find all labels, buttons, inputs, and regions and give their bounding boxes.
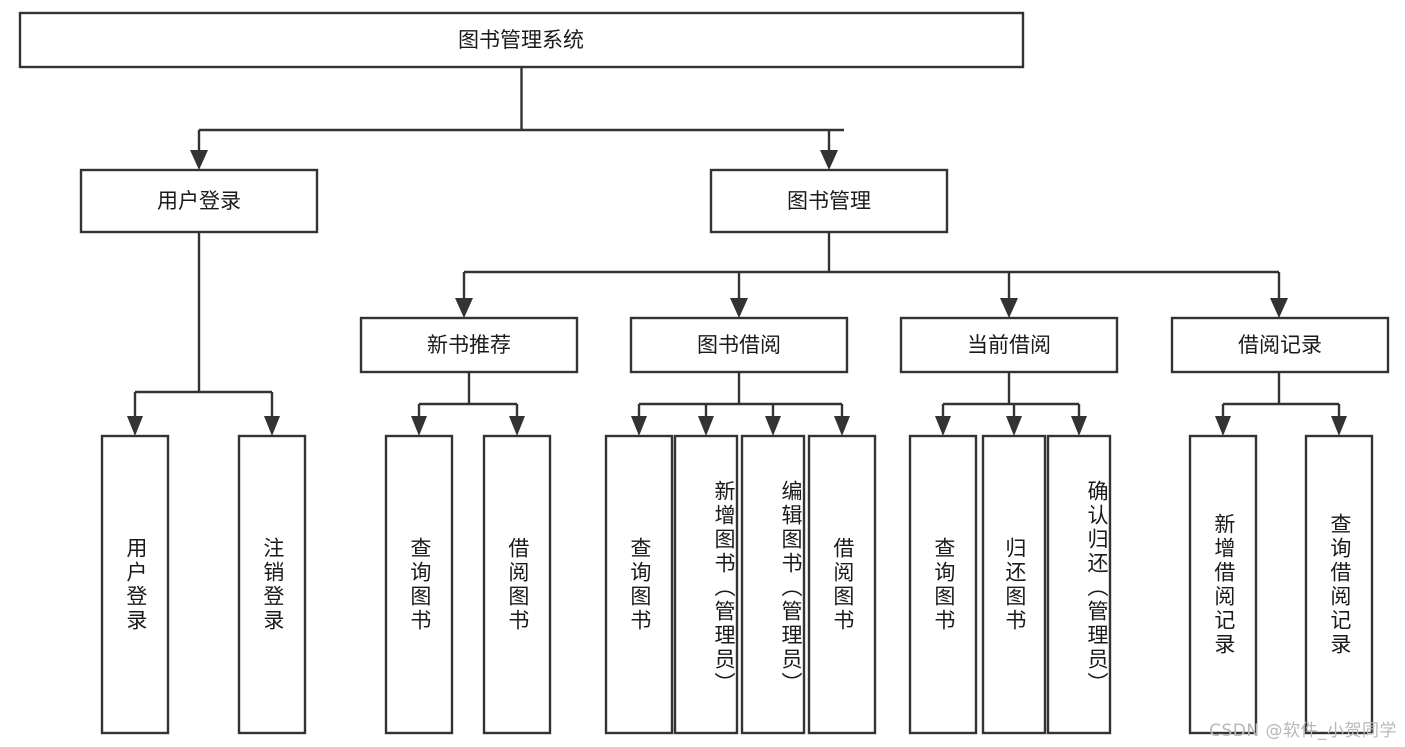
connector-group-borrow-book — [631, 372, 850, 436]
node-root-label: 图书管理系统 — [458, 28, 584, 52]
arrowhead-leaf-query-book-1 — [411, 416, 427, 436]
arrowhead-current-borrow — [1000, 298, 1018, 318]
node-book-management[interactable]: 图书管理 — [709, 168, 949, 234]
arrowhead-user-login — [190, 150, 208, 170]
node-user-login-rect[interactable] — [79, 168, 319, 234]
leaf-rect-user-login[interactable] — [100, 434, 170, 735]
leaf-rect-logout[interactable] — [237, 434, 307, 735]
node-new-book-recommend-rect[interactable] — [359, 316, 579, 374]
node-current-borrow-rect[interactable] — [899, 316, 1119, 374]
node-book-management-label: 图书管理 — [787, 189, 871, 213]
connector-group-new-book — [411, 372, 525, 436]
node-root[interactable]: 图书管理系统 — [18, 11, 1025, 69]
arrowhead-leaf-add-record — [1215, 416, 1231, 436]
node-book-management-rect[interactable] — [709, 168, 949, 234]
node-book-borrow[interactable]: 图书借阅 — [629, 316, 849, 374]
arrowhead-leaf-confirm-return — [1071, 416, 1087, 436]
leaf-rect-query-book-1[interactable] — [384, 434, 454, 735]
arrowhead-leaf-borrow-book-2 — [834, 416, 850, 436]
connector-group-root — [190, 67, 844, 170]
leaf-rect-edit-book[interactable] — [740, 434, 806, 735]
leaf-rect-borrow-book-2[interactable] — [807, 434, 877, 735]
csdn-watermark: CSDN @软件_小贺同学 — [1209, 721, 1397, 741]
node-current-borrow[interactable]: 当前借阅 — [899, 316, 1119, 374]
arrowhead-leaf-edit-book — [765, 416, 781, 436]
leaf-rect-borrow-book-1[interactable] — [482, 434, 552, 735]
arrowhead-leaf-query-record — [1331, 416, 1347, 436]
leaf-rect-query-book-3[interactable] — [908, 434, 978, 735]
arrowhead-borrow-book — [730, 298, 748, 318]
leaf-rect-query-book-2[interactable] — [604, 434, 674, 735]
node-user-login-label: 用户登录 — [157, 189, 241, 213]
node-borrow-record-label: 借阅记录 — [1238, 333, 1322, 357]
connector-group-user-login — [127, 232, 280, 436]
node-user-login[interactable]: 用户登录 — [79, 168, 319, 234]
leaf-boxes — [100, 434, 1374, 735]
arrowhead-leaf-query-book-2 — [631, 416, 647, 436]
arrowhead-leaf-query-book-3 — [935, 416, 951, 436]
leaf-rect-confirm-return[interactable] — [1046, 434, 1112, 735]
node-new-book-recommend-label: 新书推荐 — [427, 333, 511, 357]
leaf-rect-add-book[interactable] — [673, 434, 739, 735]
arrowhead-leaf-logout — [264, 416, 280, 436]
node-book-borrow-label: 图书借阅 — [697, 333, 781, 357]
leaf-rect-query-record[interactable] — [1304, 434, 1374, 735]
leaf-rect-add-record[interactable] — [1188, 434, 1258, 735]
leaf-rect-return-book[interactable] — [981, 434, 1047, 735]
arrowhead-leaf-user-login — [127, 416, 143, 436]
connector-group-borrow-record — [1215, 372, 1347, 436]
connector-group-current-borrow — [935, 372, 1087, 436]
node-current-borrow-label: 当前借阅 — [967, 333, 1051, 357]
node-borrow-record-rect[interactable] — [1170, 316, 1390, 374]
arrowhead-book-mgmt — [820, 150, 838, 170]
arrowhead-leaf-add-book — [698, 416, 714, 436]
node-book-borrow-rect[interactable] — [629, 316, 849, 374]
node-root-rect[interactable] — [18, 11, 1025, 69]
node-new-book-recommend[interactable]: 新书推荐 — [359, 316, 579, 374]
connector-group-book-mgmt — [455, 232, 1288, 318]
arrowhead-borrow-record — [1270, 298, 1288, 318]
arrowhead-new-book — [455, 298, 473, 318]
arrowhead-leaf-borrow-book-1 — [509, 416, 525, 436]
arrowhead-leaf-return-book — [1006, 416, 1022, 436]
node-borrow-record[interactable]: 借阅记录 — [1170, 316, 1390, 374]
